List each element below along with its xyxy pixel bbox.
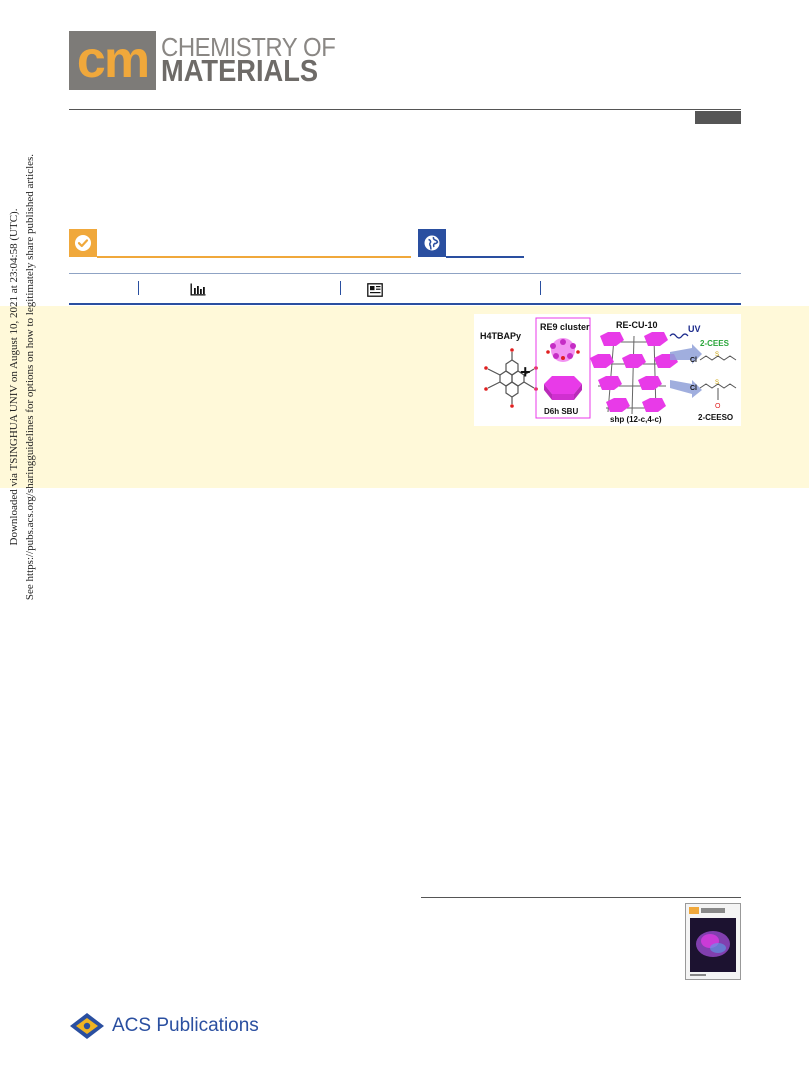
chlorine-label: Cl <box>690 385 697 392</box>
open-access-underline <box>97 256 411 258</box>
check-circle-icon <box>75 235 91 251</box>
free-access-badge[interactable] <box>418 229 446 257</box>
chlorine-label: Cl <box>690 357 697 364</box>
re-cu-10-framework <box>590 332 678 415</box>
svg-text:+: + <box>520 362 531 382</box>
bar-chart-icon[interactable] <box>190 283 206 296</box>
metrics-top-rule <box>69 273 741 274</box>
cover-image <box>689 907 736 976</box>
framework-label: RE-CU-10 <box>616 320 658 330</box>
journal-logo-letters: cm <box>76 31 150 89</box>
sbu-label: D6h SBU <box>544 407 578 416</box>
uv-wave <box>669 333 689 339</box>
ligand-structure <box>487 352 535 404</box>
sulfur-label: S <box>715 352 719 358</box>
footnote-rule <box>421 897 741 898</box>
cluster-label: RE9 cluster <box>540 322 590 332</box>
uv-label: UV <box>688 324 701 334</box>
acs-logo-icon <box>70 1013 104 1039</box>
metrics-bottom-rule <box>69 303 741 305</box>
toc-graphic-drawing: H4TBAPy + RE9 cluster <box>480 317 737 424</box>
product-label: 2-CEESO <box>698 413 733 422</box>
watermark-line1: Downloaded via TSINGHUA UNIV on August 1… <box>8 208 20 546</box>
globe-icon <box>424 235 440 251</box>
reaction-arrow <box>670 344 702 364</box>
download-watermark: Downloaded via TSINGHUA UNIV on August 1… <box>6 7 40 747</box>
d6h-sbu <box>544 376 582 400</box>
ligand-label: H4TBAPy <box>480 331 521 341</box>
toc-graphic: H4TBAPy + RE9 cluster <box>474 314 741 426</box>
metrics-separator <box>138 281 139 295</box>
open-access-badge[interactable] <box>69 229 97 257</box>
journal-name-line2: MATERIALS <box>161 53 319 88</box>
journal-name-line1: CHEMISTRY OF <box>161 32 336 62</box>
metrics-separator <box>540 281 541 295</box>
substrate-label: 2-CEES <box>700 339 730 348</box>
watermark-line2: See https://pubs.acs.org/sharingguidelin… <box>24 153 36 601</box>
publisher-wordmark: ACS Publications <box>112 1015 259 1036</box>
reaction-arrow <box>670 380 702 398</box>
header-rule <box>69 109 741 110</box>
topology-label: shp (12-c,4-c) <box>610 415 662 424</box>
journal-logo-mark: cm <box>69 31 156 90</box>
metrics-separator <box>340 281 341 295</box>
article-type-tag <box>695 111 741 124</box>
oxygen-label: O <box>715 403 721 410</box>
article-icon[interactable] <box>367 283 383 297</box>
sulfur-label: S <box>715 380 719 386</box>
re9-cluster <box>546 338 580 362</box>
journal-cover-thumbnail[interactable] <box>685 903 741 980</box>
free-access-underline <box>446 256 524 258</box>
